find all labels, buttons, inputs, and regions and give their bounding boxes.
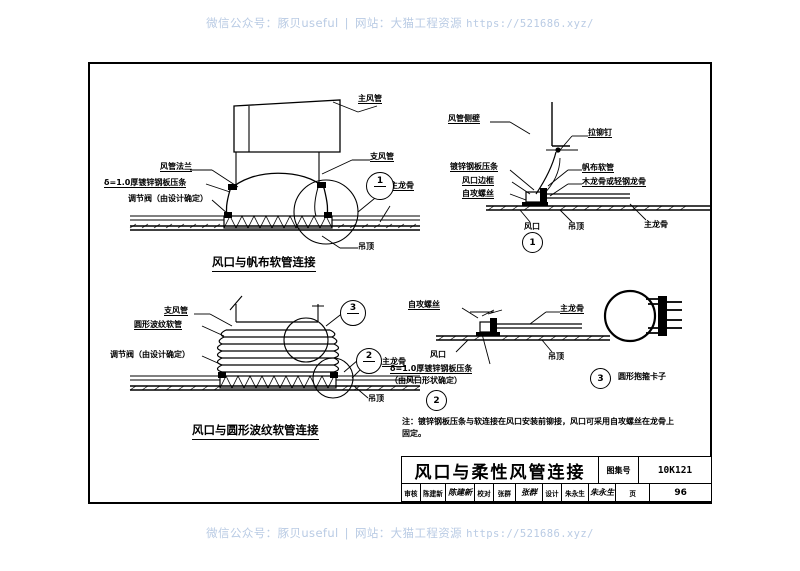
title-block-row-signatures: 审核 陈建新 陈建新 校对 张群 张群 设计 朱永生 朱永生 页 96 (402, 484, 711, 501)
detail2-label-air-grille: 风口 (430, 350, 446, 359)
detail1-label-wood-or-steel-keel: 木龙骨或轻钢龙骨 (582, 177, 646, 188)
detail2-label-ceiling: 吊顶 (548, 352, 564, 361)
detail1-label-grille-frame: 风口边框 (462, 176, 494, 187)
detail1-label-ceiling: 吊顶 (568, 222, 584, 231)
detail1-label-galv-press-strip: 镀锌钢板压条 (450, 162, 498, 173)
fig2-label-corrugated-hose: 圆形波纹软管 (134, 320, 182, 331)
detail1-label-self-tapping-screw: 自攻螺丝 (462, 189, 494, 200)
title-block-atlas-label: 图集号 (599, 457, 639, 484)
title-block-review-name: 陈建新 (421, 484, 447, 501)
title-block-row-main: 风口与柔性风管连接 图集号 10K121 (402, 457, 711, 485)
watermark-separator: | (344, 16, 349, 30)
fig1-label-ceiling: 吊顶 (358, 242, 374, 251)
watermark-url-2: https://521686.xyz/ (466, 528, 594, 540)
drawing-sheet: 主风管 支风管 风管法兰 δ=1.0厚镀锌钢板压条 调节阀（由设计确定） 主龙骨… (90, 64, 712, 502)
title-block-design-label: 设计 (543, 484, 562, 501)
detail1-label-blind-rivet: 拉铆钉 (588, 128, 612, 139)
title-block-atlas-number: 10K121 (657, 464, 693, 476)
fig1-label-main-keel: 主龙骨 (390, 181, 414, 192)
watermark-separator-2: | (344, 526, 349, 540)
fig2-label-ceiling: 吊顶 (368, 394, 384, 403)
watermark-prefix: 微信公众号： (206, 16, 278, 30)
detail1-label-canvas-hose: 帆布软管 (582, 163, 614, 174)
detail2-label-press-strip: δ=1.0厚镀锌钢板压条 (390, 364, 473, 375)
detail1-number-bubble[interactable]: 1 (522, 232, 543, 253)
title-block-design-name: 朱永生 (562, 484, 590, 501)
fig2-detail-bubble-3-number: 3 (346, 304, 360, 314)
watermark-site-prefix: 网站： (354, 16, 391, 30)
watermark-top: 微信公众号：豚贝useful | 网站：大猫工程资源 https://521686.… (0, 15, 800, 31)
title-block: 风口与柔性风管连接 图集号 10K121 审核 陈建新 陈建新 校对 张群 张群… (401, 456, 712, 502)
title-block-page-label: 页 (616, 484, 651, 501)
title-block-review-signature: 陈建新 (446, 484, 476, 501)
detail3-label: 圆形抱箍卡子 (618, 372, 666, 381)
detail1-label-air-grille: 风口 (524, 222, 540, 231)
title-block-design-signature: 朱永生 (589, 484, 617, 501)
drawing-frame: 主风管 支风管 风管法兰 δ=1.0厚镀锌钢板压条 调节阀（由设计确定） 主龙骨… (88, 62, 712, 504)
fig1-label-main-duct: 主风管 (358, 94, 382, 105)
detail2-number-bubble[interactable]: 2 (426, 390, 447, 411)
fig1-caption: 风口与帆布软管连接 (212, 254, 316, 272)
detail2-number: 2 (433, 395, 440, 406)
watermark-account-2: 豚贝useful (277, 526, 339, 540)
drawing-vector-art (129, 99, 710, 399)
fig1-detail-bubble-1-number: 1 (373, 177, 387, 187)
fig2-detail-bubble-2-number: 2 (362, 352, 376, 362)
title-block-page-number: 96 (674, 487, 687, 498)
watermark-account: 豚贝useful (277, 16, 339, 30)
detail2-label-main-keel: 主龙骨 (560, 304, 584, 315)
detail1-number: 1 (529, 237, 536, 248)
fig1-label-branch-duct: 支风管 (370, 152, 394, 163)
fig2-detail-bubble-3[interactable]: 3- (340, 300, 366, 326)
detail1-label-duct-side-wall: 风管侧壁 (448, 114, 480, 125)
fig2-label-damper: 调节阀（由设计确定） (110, 350, 190, 359)
detail3-number-bubble[interactable]: 3 (590, 368, 611, 389)
watermark-prefix-2: 微信公众号： (206, 526, 278, 540)
title-block-check-name: 张群 (494, 484, 516, 501)
title-block-check-label: 校对 (475, 484, 494, 501)
fig2-label-main-keel: 主龙骨 (382, 357, 406, 368)
watermark-bottom: 微信公众号：豚贝useful | 网站：大猫工程资源 https://521686.… (0, 525, 800, 541)
fig1-label-duct-flange: 风管法兰 (160, 162, 192, 173)
fig2-caption: 风口与圆形波纹软管连接 (192, 422, 319, 440)
detail2-label-self-tapping-screw: 自攻螺丝 (408, 300, 440, 311)
fig2-detail-bubble-2[interactable]: 2- (356, 348, 382, 374)
title-block-review-label: 审核 (402, 484, 421, 501)
detail3-number: 3 (597, 373, 604, 384)
watermark-site-2: 大猫工程资源 (390, 526, 463, 540)
fig1-label-press-strip: δ=1.0厚镀锌钢板压条 (104, 178, 187, 189)
title-block-title: 风口与柔性风管连接 (402, 457, 599, 484)
detail1-label-main-keel: 主龙骨 (644, 220, 668, 229)
watermark-url: https://521686.xyz/ (466, 18, 594, 30)
fig1-label-damper: 调节阀（由设计确定） (128, 194, 208, 203)
watermark-site-prefix-2: 网站： (354, 526, 391, 540)
watermark-site: 大猫工程资源 (390, 16, 463, 30)
detail2-label-press-strip-note: （由风口形状确定） (390, 376, 462, 385)
title-block-check-signature: 张群 (516, 484, 544, 501)
drawing-note: 注：镀锌钢板压条与软连接在风口安装前铆接，风口可采用自攻螺丝在龙骨上固定。 (402, 417, 674, 439)
fig1-detail-bubble-1[interactable]: 1- (366, 172, 394, 200)
fig2-label-branch-duct: 支风管 (164, 306, 188, 317)
